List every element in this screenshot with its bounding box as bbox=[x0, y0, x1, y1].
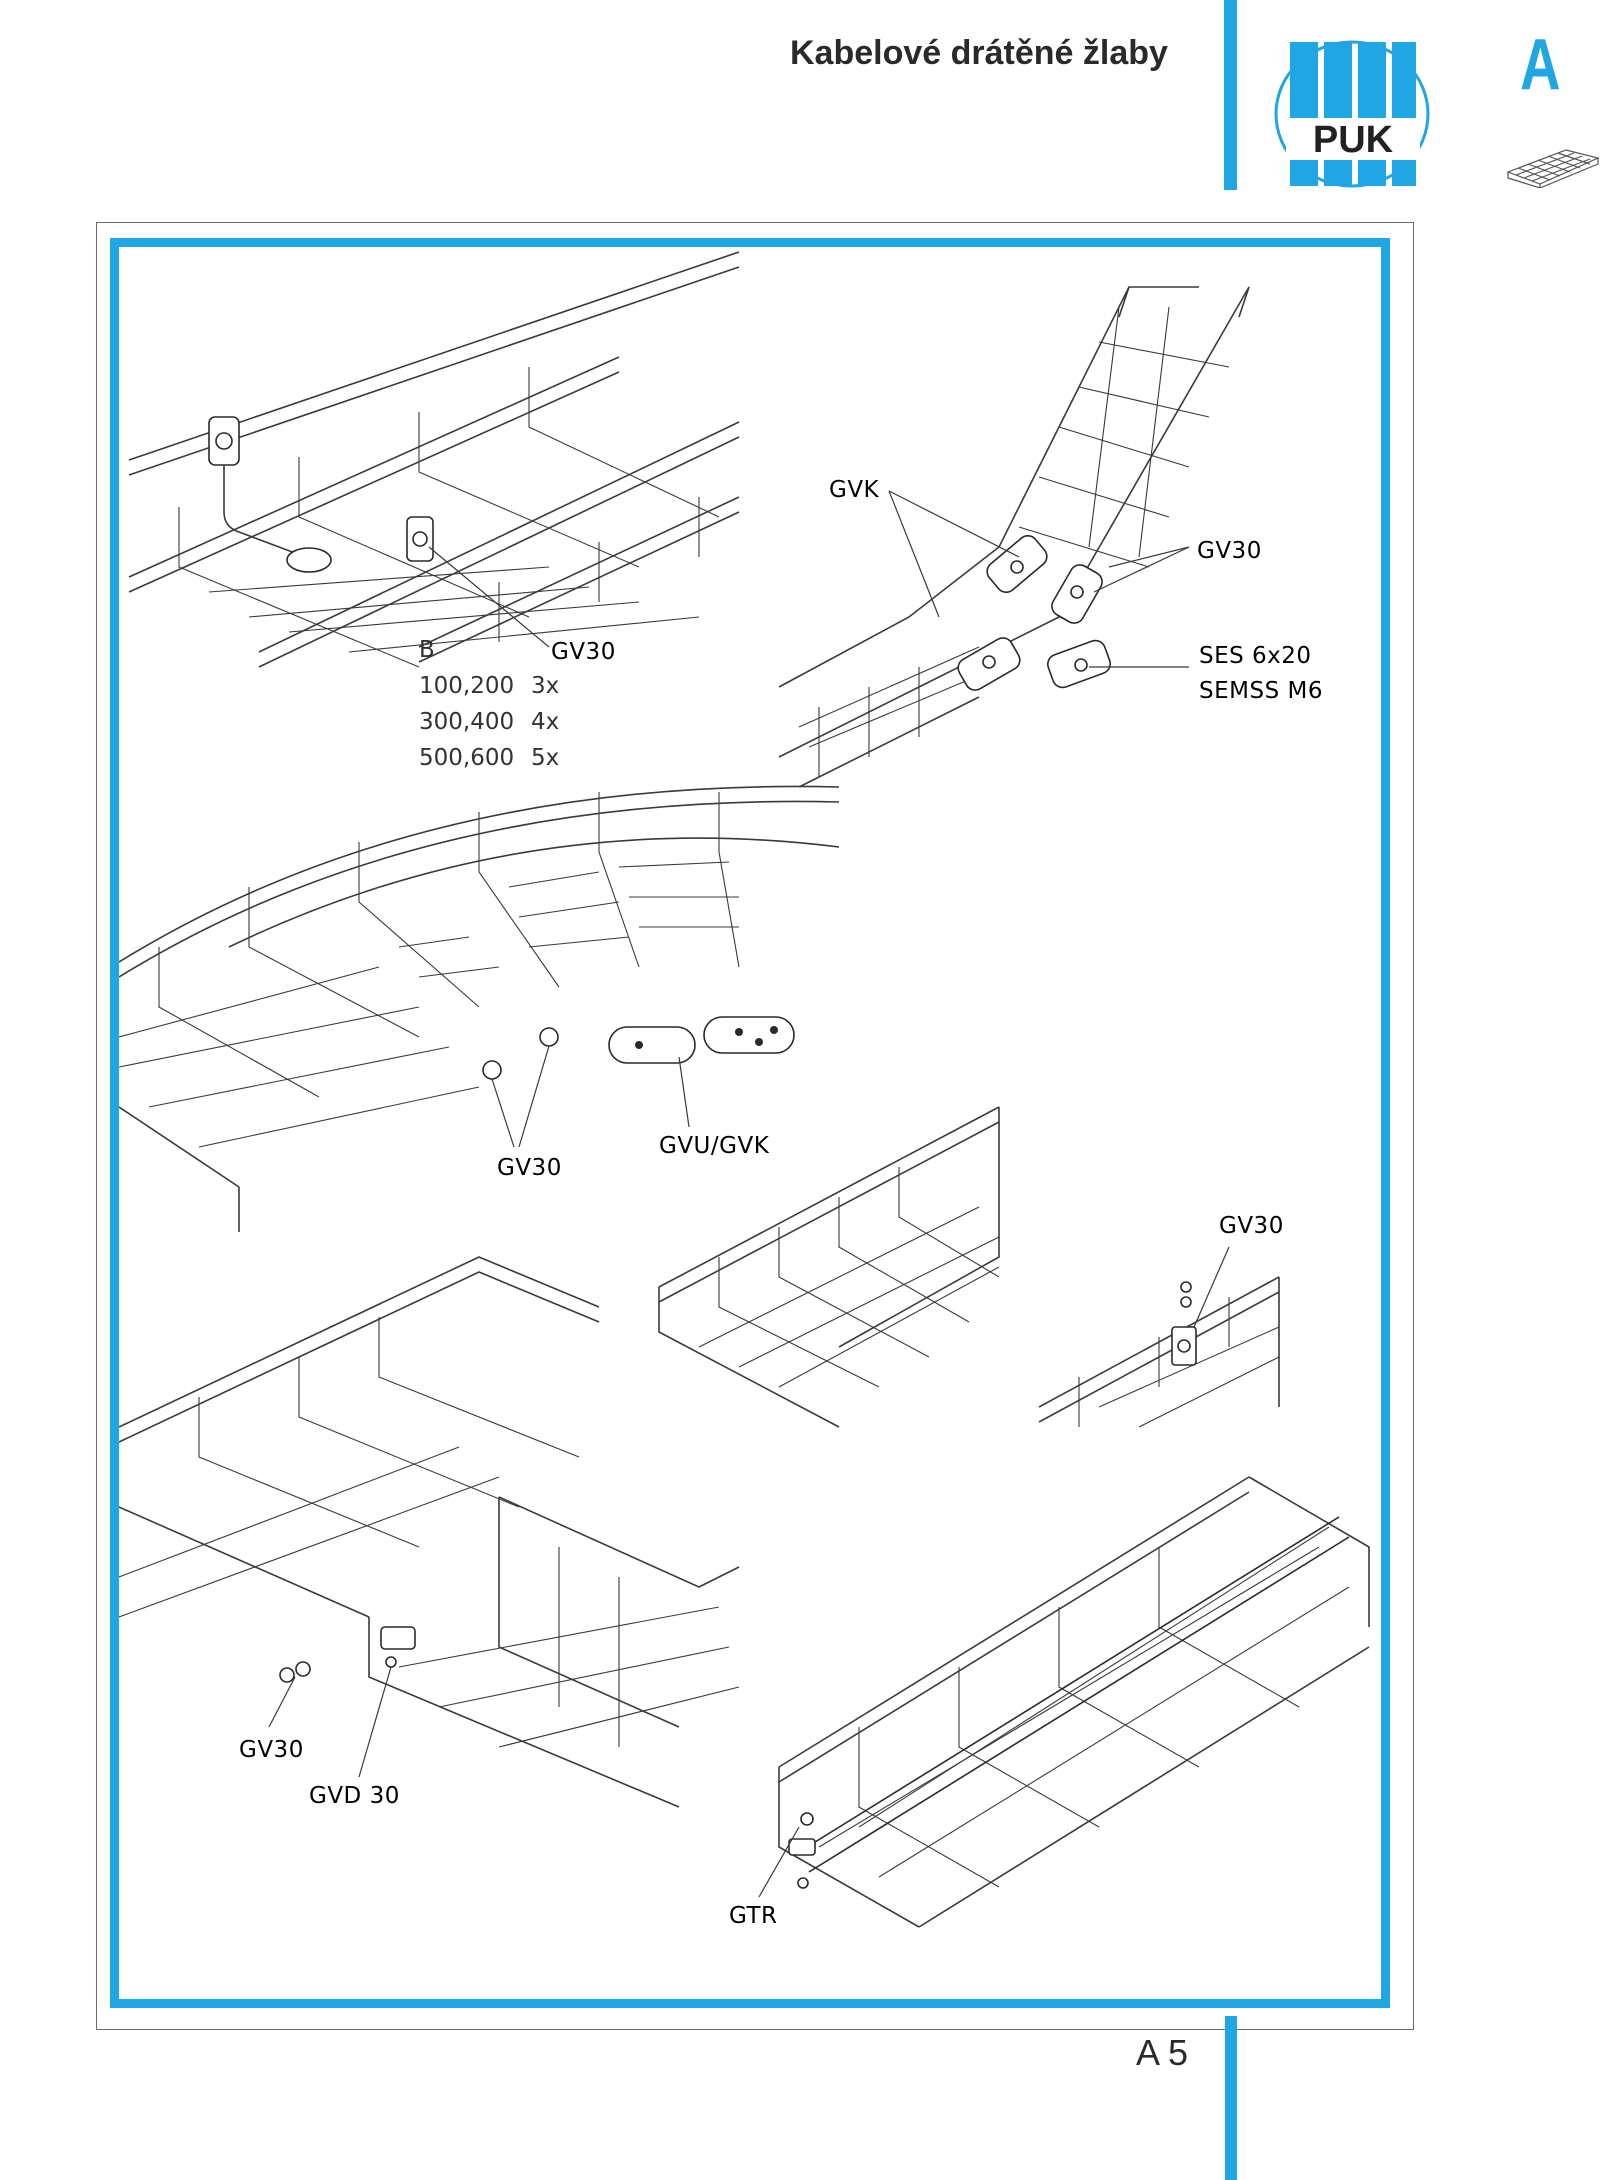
gvd30-label: GVD 30 bbox=[309, 1783, 400, 1809]
tray-on-rail-drawing bbox=[758, 1476, 1370, 1928]
gvk-label: GVK bbox=[829, 477, 880, 503]
gtr-label: GTR bbox=[729, 1903, 778, 1929]
header-accent-bar bbox=[1224, 0, 1237, 190]
table-header-b: B bbox=[419, 637, 435, 663]
gv30-callout-label: GV30 bbox=[551, 639, 616, 665]
tray-vertical-bend-drawing bbox=[778, 286, 1250, 788]
table-cell: 100,200 bbox=[419, 673, 514, 699]
gv30-label: GV30 bbox=[497, 1155, 562, 1181]
section-letter: A bbox=[1520, 25, 1561, 105]
table-cell: 4x bbox=[531, 709, 559, 735]
semss-label: SEMSS M6 bbox=[1199, 678, 1323, 704]
ses-label: SES 6x20 bbox=[1199, 643, 1312, 669]
logo-text: PUK bbox=[1313, 119, 1394, 161]
cable-tray-icon bbox=[1506, 149, 1600, 188]
tray-tee-drawing bbox=[119, 1256, 740, 1808]
gvu-gvk-label: GVU/GVK bbox=[659, 1133, 770, 1159]
table-cell: 5x bbox=[531, 745, 559, 771]
tray-horizontal-bend-drawing bbox=[119, 785, 840, 1232]
gv30-label: GV30 bbox=[1219, 1213, 1284, 1239]
table-cell: 3x bbox=[531, 673, 559, 699]
puk-logo: PUK bbox=[1274, 40, 1430, 188]
technical-drawings: .w { fill: none; stroke: #3a3a3a; stroke… bbox=[119, 251, 1370, 1929]
table-cell: 300,400 bbox=[419, 709, 514, 735]
page-number: A 5 bbox=[1136, 2032, 1189, 2073]
tray-straight-drawing bbox=[128, 251, 740, 668]
footer-accent-bar bbox=[1225, 2016, 1237, 2180]
page-title: Kabelové drátěné žlaby bbox=[790, 34, 1168, 72]
tray-end-joint-drawing bbox=[658, 1106, 1280, 1428]
gv30-quantity-table: B 100,200 3x 300,400 4x 500,600 5x bbox=[419, 637, 559, 771]
table-cell: 500,600 bbox=[419, 745, 514, 771]
outer-frame bbox=[96, 222, 1414, 2030]
inner-frame bbox=[110, 238, 1390, 2008]
gv30-label: GV30 bbox=[239, 1737, 304, 1763]
gv30-label: GV30 bbox=[1197, 538, 1262, 564]
